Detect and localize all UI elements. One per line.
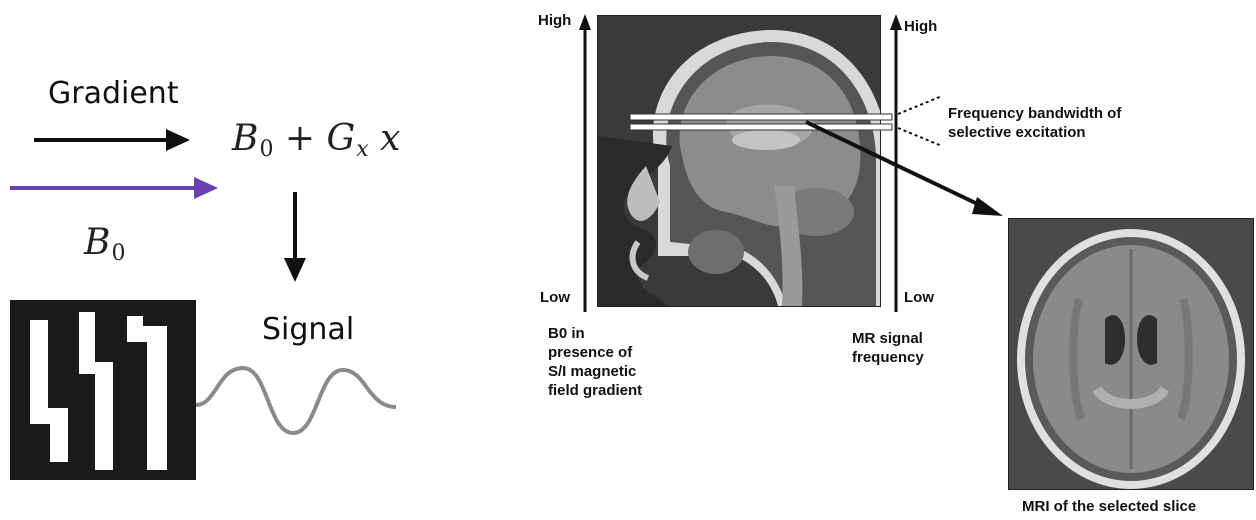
selected-slice-band bbox=[630, 114, 892, 130]
left-axis-caption-line: B0 in bbox=[548, 324, 708, 343]
right-axis-caption-line: MR signal bbox=[852, 329, 992, 348]
right-axis-low-label: Low bbox=[904, 288, 934, 307]
bandwidth-label: Frequency bandwidth of selective excitat… bbox=[948, 104, 1208, 142]
bandwidth-label-line: Frequency bandwidth of bbox=[948, 104, 1208, 123]
right-axis-caption-line: frequency bbox=[852, 348, 992, 367]
left-axis-caption-line: S/I magnetic bbox=[548, 362, 708, 381]
left-axis-caption-line: presence of bbox=[548, 343, 708, 362]
bandwidth-label-line: selective excitation bbox=[948, 123, 1208, 142]
left-axis-high-label: High bbox=[538, 11, 571, 30]
right-axis-caption: MR signal frequency bbox=[852, 329, 992, 367]
bandwidth-dotted-lines bbox=[898, 96, 942, 146]
left-axis-caption-line: field gradient bbox=[548, 381, 708, 400]
left-axis-arrow bbox=[579, 14, 591, 312]
left-axis-low-label: Low bbox=[540, 288, 570, 307]
left-axis-caption: B0 in presence of S/I magnetic field gra… bbox=[548, 324, 708, 400]
slice-caption: MRI of the selected slice bbox=[1022, 497, 1196, 516]
right-axis-high-label: High bbox=[904, 17, 937, 36]
